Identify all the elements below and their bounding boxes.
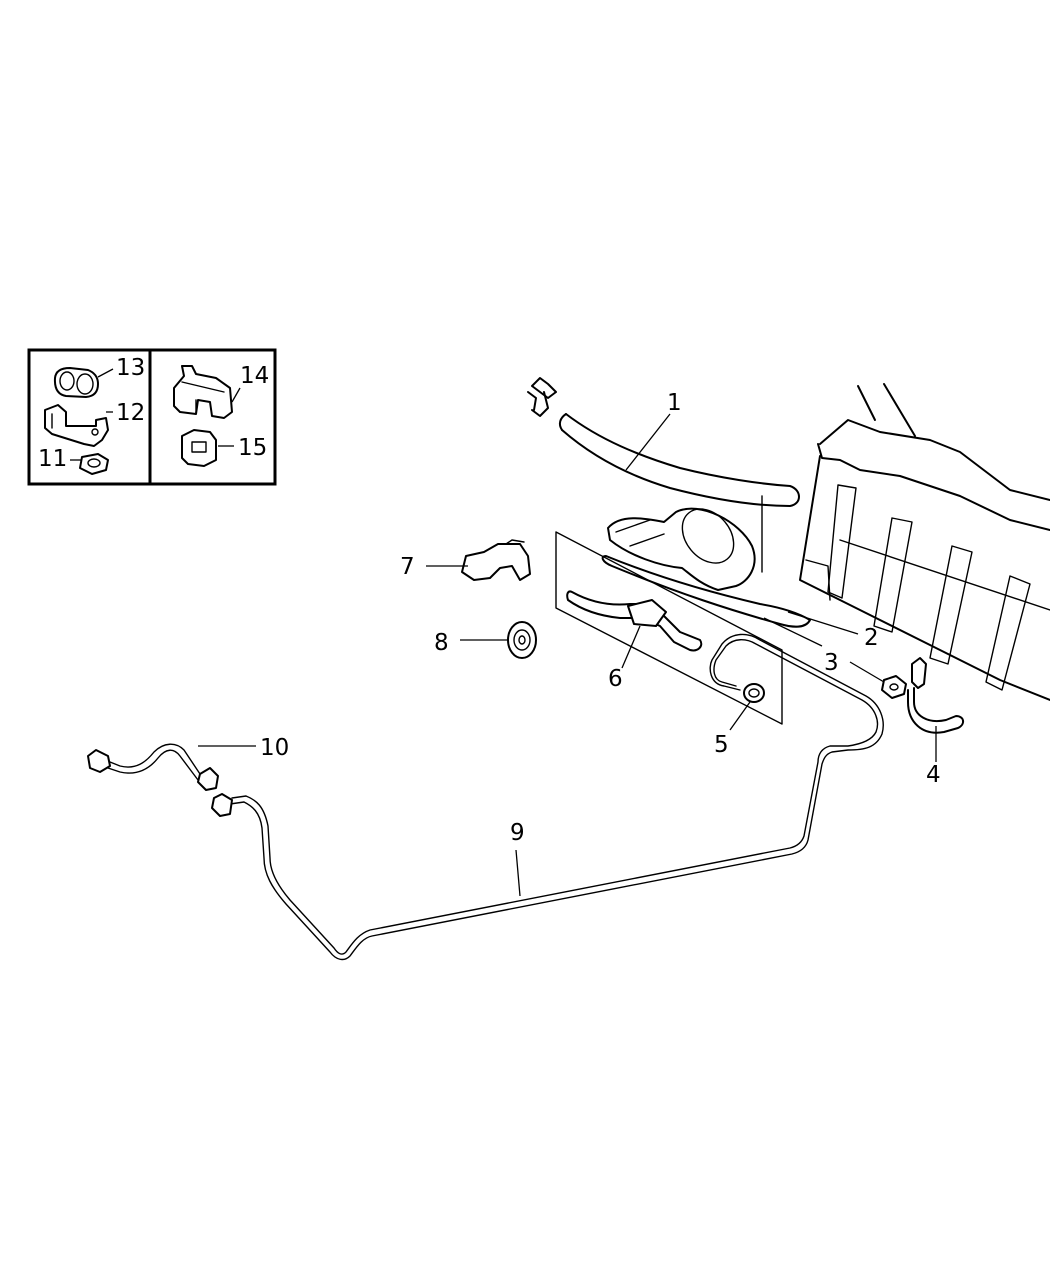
callout-5: 5 xyxy=(714,732,729,758)
callout-4: 4 xyxy=(926,762,941,788)
part-4-hose[interactable] xyxy=(907,657,964,734)
part-9-tube[interactable] xyxy=(211,633,884,961)
part-5-clamp[interactable] xyxy=(743,683,765,703)
leader-lines xyxy=(198,413,937,897)
part-15-block[interactable] xyxy=(181,429,234,467)
part-1-hose[interactable] xyxy=(527,377,800,507)
part-3-nut[interactable] xyxy=(881,675,907,699)
callout-14: 14 xyxy=(240,363,269,389)
part-10-line[interactable] xyxy=(87,743,219,791)
callout-10: 10 xyxy=(260,735,289,761)
part-11-nut[interactable] xyxy=(70,453,109,475)
callout-6: 6 xyxy=(608,666,623,692)
callout-7: 7 xyxy=(400,554,415,580)
fuel-tank xyxy=(799,383,1050,701)
callout-9: 9 xyxy=(510,820,525,846)
callout-8: 8 xyxy=(434,630,449,656)
callout-1: 1 xyxy=(667,390,682,416)
part-13-clip[interactable] xyxy=(53,367,114,398)
callout-15: 15 xyxy=(238,435,267,461)
part-7-clip[interactable] xyxy=(461,539,531,581)
part-12-bracket[interactable] xyxy=(44,404,113,447)
callout-11: 11 xyxy=(38,446,67,472)
part-14-clip[interactable] xyxy=(173,365,241,419)
inset-box xyxy=(27,348,277,486)
part-8-grommet[interactable] xyxy=(507,621,537,659)
callout-2: 2 xyxy=(864,625,879,651)
callout-13: 13 xyxy=(116,355,145,381)
callout-3: 3 xyxy=(824,650,839,676)
canister-assembly xyxy=(555,495,811,725)
callout-12: 12 xyxy=(116,400,145,426)
